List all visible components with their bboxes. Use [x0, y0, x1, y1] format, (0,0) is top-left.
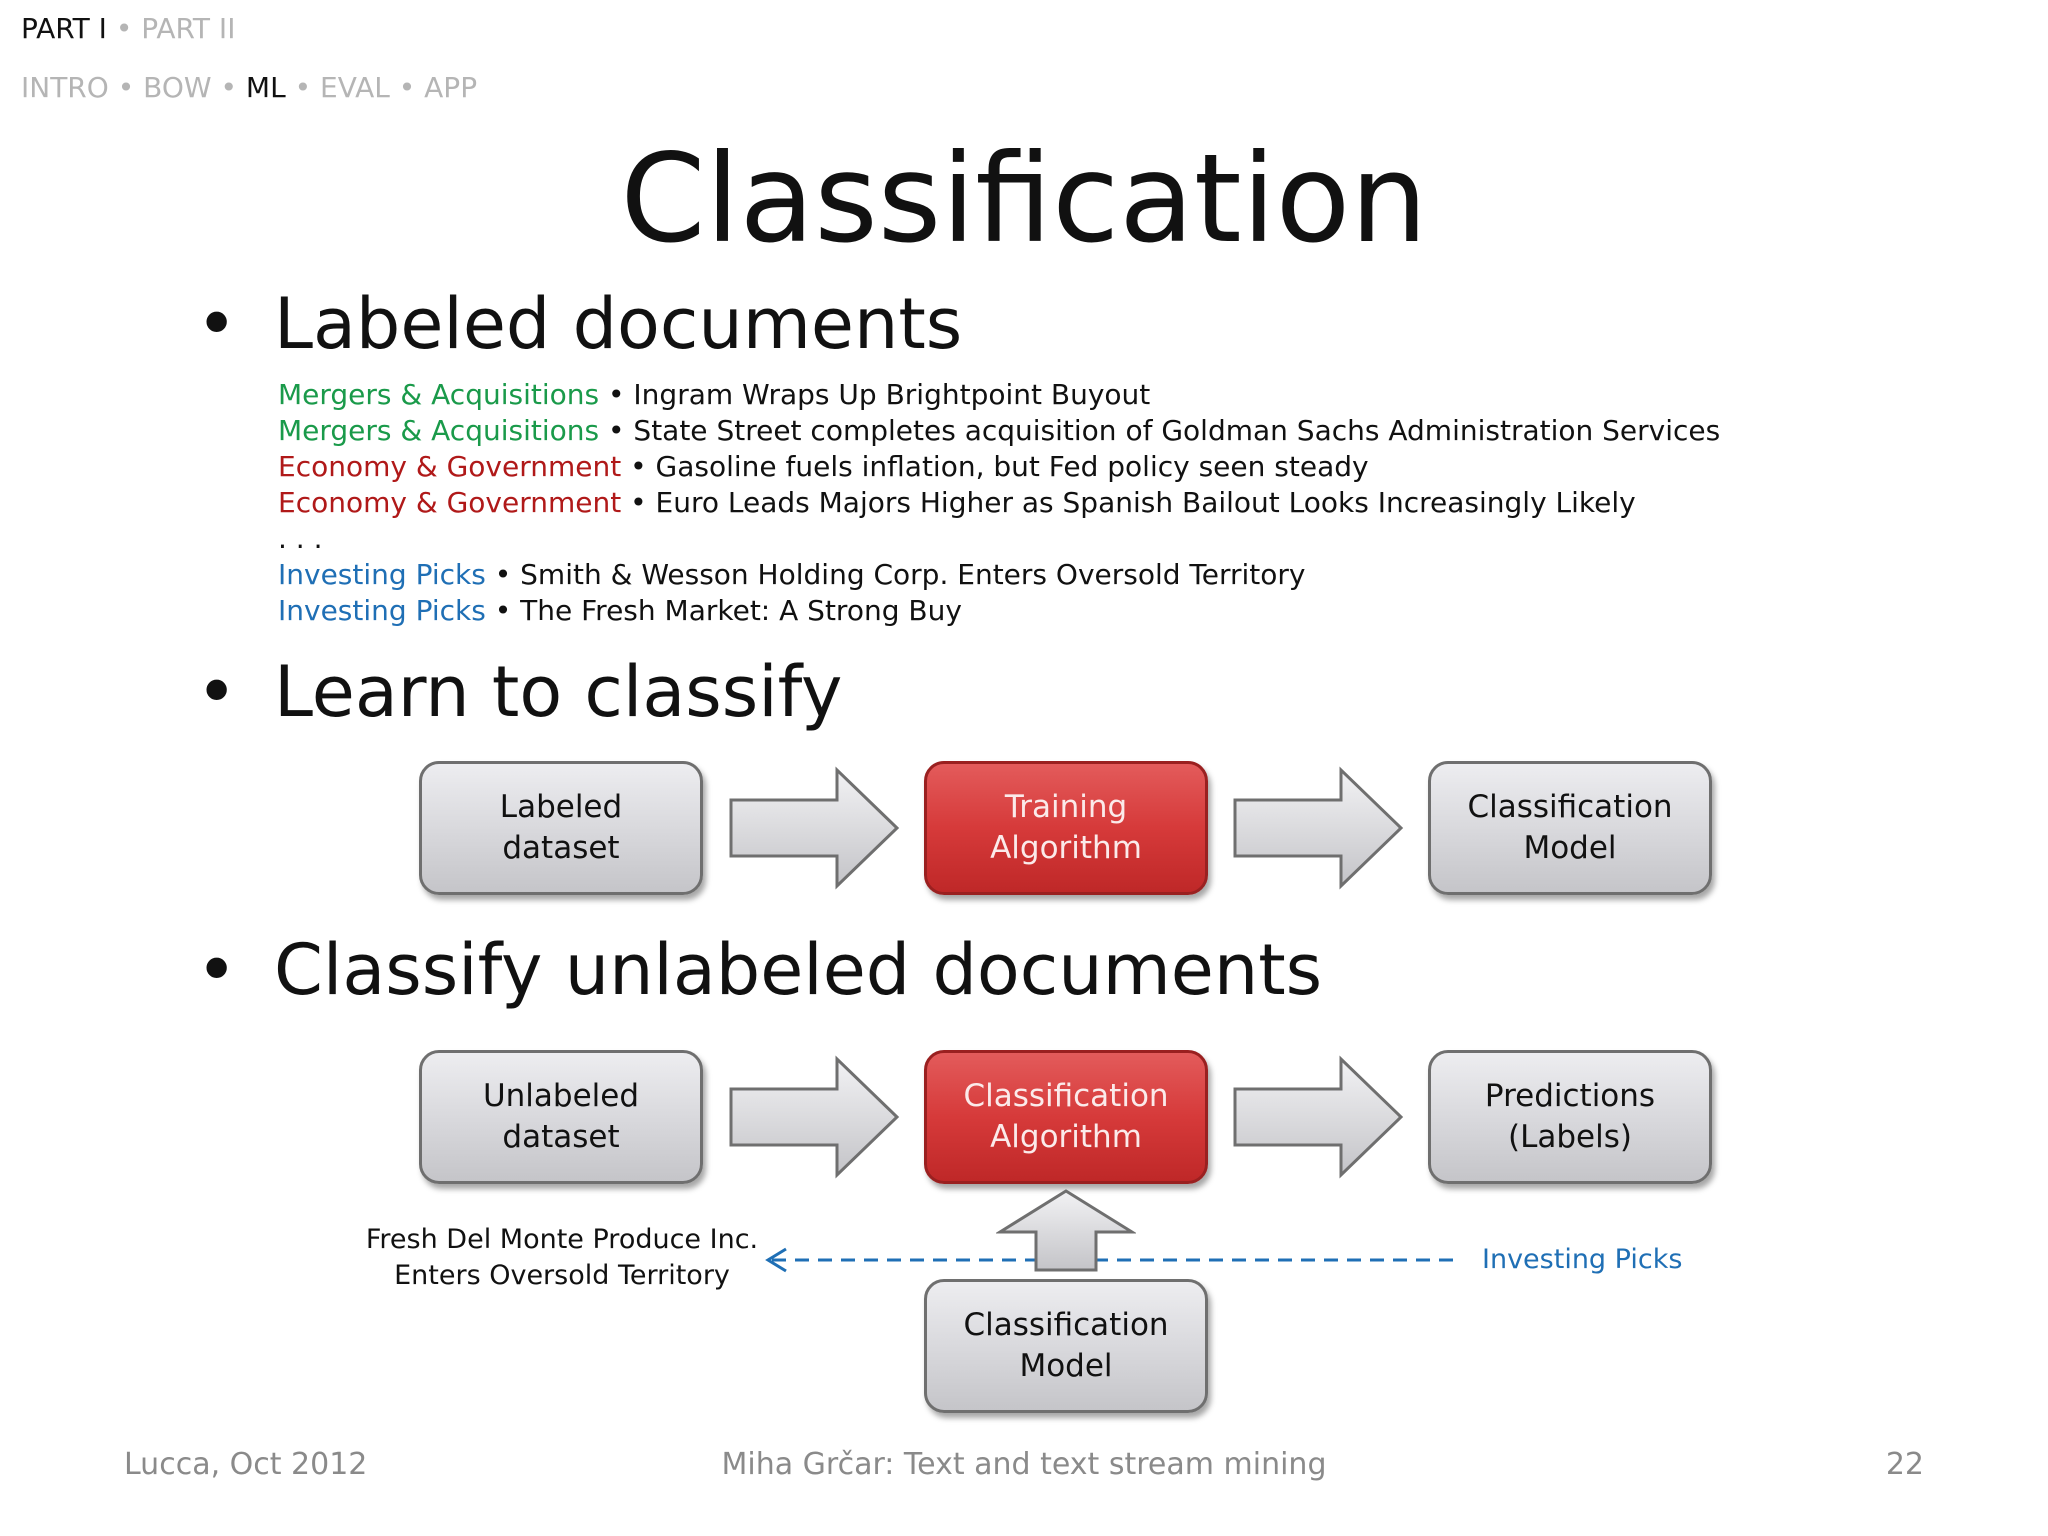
nav-section-intro[interactable]: INTRO — [21, 71, 109, 104]
section-nav: INTRO • BOW • ML • EVAL • APP — [21, 71, 477, 104]
nav-part-1[interactable]: PART I — [21, 12, 107, 45]
dashed-arrow-left-icon — [765, 1247, 1462, 1273]
bullet-learn-to-classify: • Learn to classify — [196, 651, 842, 733]
arrow-right-icon — [729, 1055, 900, 1179]
document-row: Mergers & Acquisitions • Ingram Wraps Up… — [278, 377, 1720, 413]
nav-separator: • — [106, 12, 142, 45]
training-algorithm-box: Training Algorithm — [924, 761, 1208, 895]
predictions-box: Predictions (Labels) — [1428, 1050, 1712, 1184]
document-category: Economy & Government — [278, 486, 622, 519]
nav-section-bow[interactable]: BOW — [143, 71, 212, 104]
nav-part-2[interactable]: PART II — [141, 12, 236, 45]
arrow-right-icon — [1233, 766, 1404, 890]
bullet-text: Labeled documents — [274, 283, 963, 365]
document-title: State Street completes acquisition of Go… — [633, 414, 1721, 447]
arrow-right-icon — [729, 766, 900, 890]
nav-separator: • — [285, 71, 321, 104]
document-category: Mergers & Acquisitions — [278, 414, 600, 447]
example-label-text: Investing Picks — [1482, 1244, 1683, 1275]
document-row: Investing Picks • The Fresh Market: A St… — [278, 593, 1720, 629]
document-title: Ingram Wraps Up Brightpoint Buyout — [633, 378, 1151, 411]
classification-model-box: Classification Model — [1428, 761, 1712, 895]
page-number: 22 — [1885, 1447, 1924, 1482]
unlabeled-dataset-box: Unlabeled dataset — [419, 1050, 703, 1184]
document-category: Investing Picks — [278, 594, 486, 627]
document-separator: • — [621, 450, 656, 483]
document-separator: • — [485, 558, 521, 591]
bullet-text: Learn to classify — [274, 651, 843, 733]
classification-algorithm-box: Classification Algorithm — [924, 1050, 1208, 1184]
bullet-classify-unlabeled: • Classify unlabeled documents — [196, 929, 1322, 1011]
document-row: Mergers & Acquisitions • State Street co… — [278, 413, 1720, 449]
document-title: Euro Leads Majors Higher as Spanish Bail… — [655, 486, 1636, 519]
bullet-marker: • — [196, 929, 238, 1011]
bullet-marker: • — [196, 651, 238, 733]
document-ellipsis-row: . . . — [278, 521, 1720, 557]
document-row: Economy & Government • Euro Leads Majors… — [278, 485, 1720, 521]
document-title: The Fresh Market: A Strong Buy — [520, 594, 962, 627]
document-category: Economy & Government — [278, 450, 622, 483]
bullet-text: Classify unlabeled documents — [274, 929, 1323, 1011]
nav-separator: • — [211, 71, 246, 104]
part-nav: PART I • PART II — [21, 12, 235, 45]
document-row: Economy & Government • Gasoline fuels in… — [278, 449, 1720, 485]
nav-section-ml[interactable]: ML — [245, 71, 286, 104]
nav-section-app[interactable]: APP — [424, 71, 478, 104]
nav-separator: • — [108, 71, 144, 104]
document-category: Mergers & Acquisitions — [278, 378, 600, 411]
bullet-labeled-documents: • Labeled documents — [196, 283, 962, 365]
labeled-dataset-box: Labeled dataset — [419, 761, 703, 895]
slide-title: Classification — [620, 128, 1428, 270]
bullet-marker: • — [196, 283, 238, 365]
nav-separator: • — [389, 71, 425, 104]
classification-model-input-box: Classification Model — [924, 1279, 1208, 1413]
document-separator: • — [621, 486, 656, 519]
nav-section-eval[interactable]: EVAL — [320, 71, 390, 104]
arrow-right-icon — [1233, 1055, 1404, 1179]
document-separator: • — [599, 414, 634, 447]
document-title: Gasoline fuels inflation, but Fed policy… — [655, 450, 1369, 483]
example-document-text: Fresh Del Monte Produce Inc. Enters Over… — [365, 1224, 759, 1291]
arrow-up-icon — [996, 1189, 1136, 1272]
footer-presentation-title: Miha Grčar: Text and text stream mining — [721, 1447, 1327, 1482]
document-separator: • — [599, 378, 634, 411]
footer-location-date: Lucca, Oct 2012 — [124, 1447, 368, 1482]
document-separator: • — [485, 594, 521, 627]
document-title: Smith & Wesson Holding Corp. Enters Over… — [520, 558, 1306, 591]
document-row: Investing Picks • Smith & Wesson Holding… — [278, 557, 1720, 593]
document-category: Investing Picks — [278, 558, 486, 591]
ellipsis: . . . — [278, 522, 323, 555]
labeled-documents-list: Mergers & Acquisitions • Ingram Wraps Up… — [278, 377, 1720, 629]
